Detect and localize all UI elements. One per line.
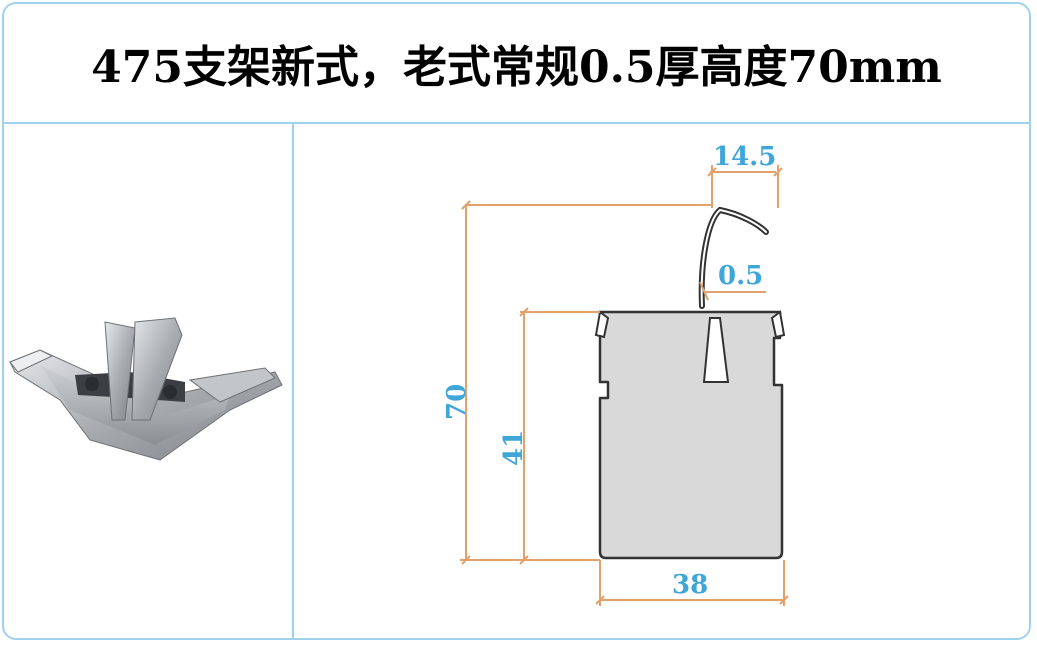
dim-0-5-label: 0.5 [718,261,763,291]
dim-14-5-label: 14.5 [713,142,776,172]
bracket-photo [9,317,283,461]
panel-divider [292,124,294,638]
dim-38-label: 38 [672,570,708,600]
bracket-body-outline [598,310,784,560]
dim-70-label: 70 [442,384,472,420]
title-divider [4,122,1029,124]
page-title: 475支架新式，老式常规0.5厚高度70mm [91,42,942,93]
dim-41-label: 41 [499,430,529,466]
